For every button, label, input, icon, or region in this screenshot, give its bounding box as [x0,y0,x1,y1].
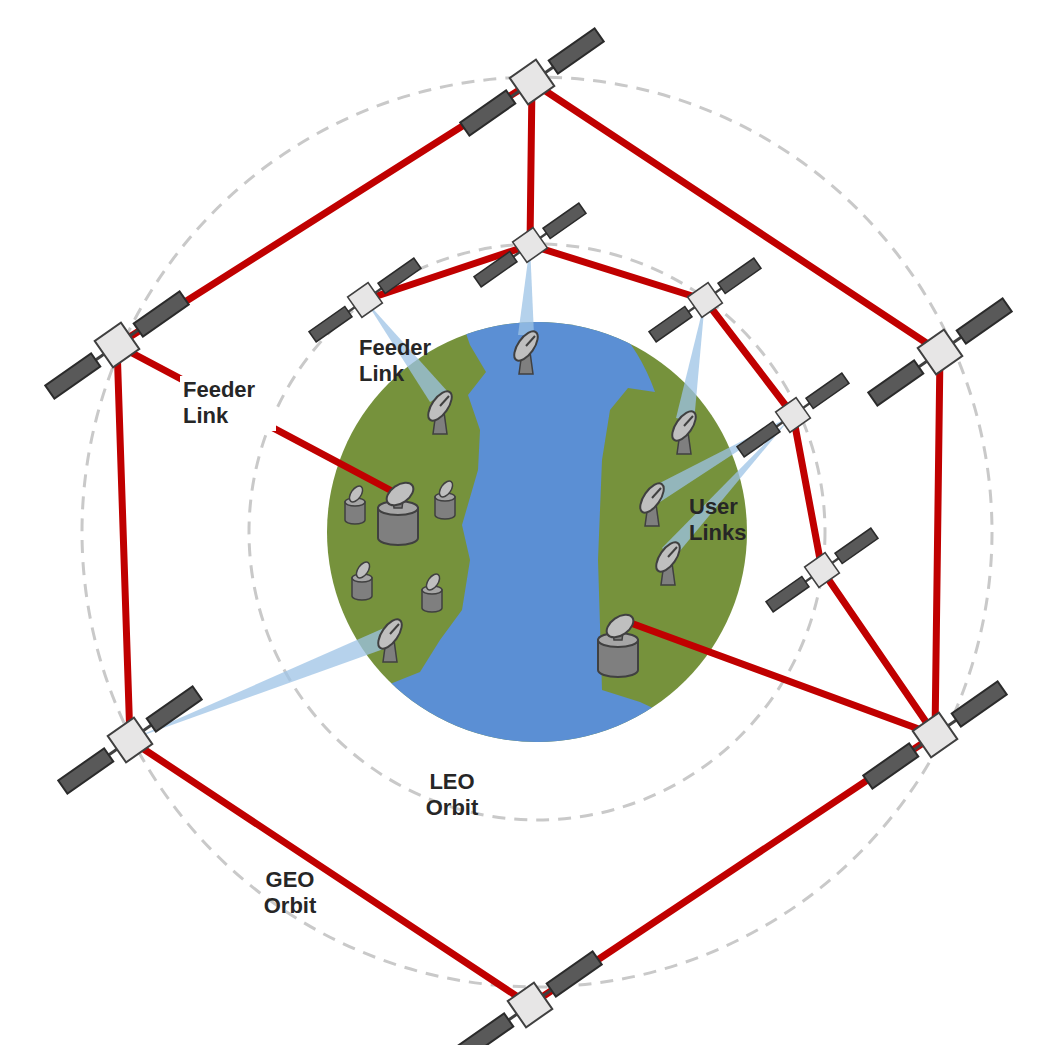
user-beams [130,245,793,740]
leo-orbit [249,244,825,820]
link-label: Feeder Link [180,376,276,431]
inter-satellite-links [117,82,940,1005]
orbit-label: GEO Orbit [242,866,338,921]
link-label: User Links [686,493,782,548]
satellites [41,22,1017,1045]
orbit-label: LEO Orbit [404,768,500,823]
ground-stations [345,327,700,677]
link-label: Feeder Link [356,334,452,389]
geo-orbit [82,77,992,987]
